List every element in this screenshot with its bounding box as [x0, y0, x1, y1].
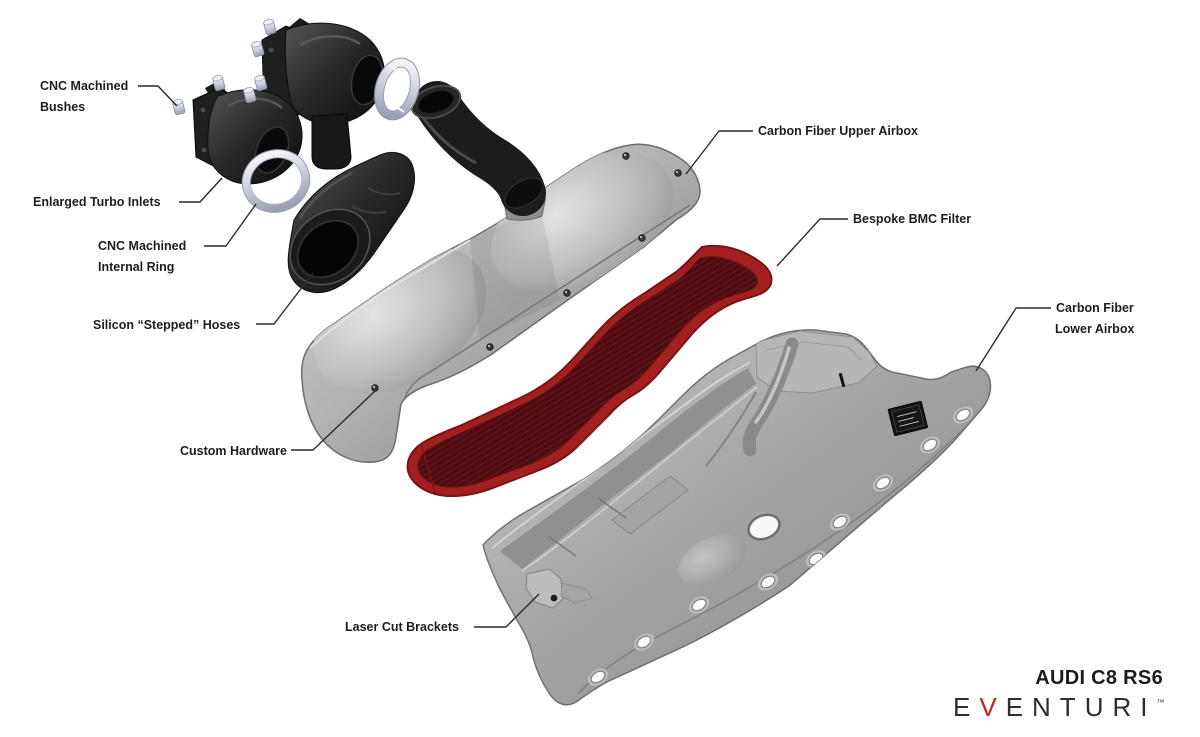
- callout-internal-ring-line2: Internal Ring: [98, 260, 174, 274]
- logo-letter-v: V: [979, 692, 1005, 722]
- eventuri-logo: EVENTURI™: [953, 692, 1164, 722]
- model-title: AUDI C8 RS6: [1035, 667, 1163, 689]
- silicon-hose-left-part: [287, 152, 416, 293]
- callout-lower-airbox-line2: Lower Airbox: [1055, 322, 1134, 336]
- callout-laser-brackets: Laser Cut Brackets: [345, 620, 459, 634]
- leader-lower-airbox: [975, 307, 1051, 372]
- logo-trademark: ™: [1156, 698, 1164, 707]
- silicon-hose-right-part: [410, 81, 546, 216]
- logo-letter-e: E: [953, 692, 979, 722]
- callout-cnc-bushes-line2: Bushes: [40, 100, 85, 114]
- leader-stepped-hoses: [256, 272, 314, 325]
- custom-hardware-screws: [371, 152, 682, 392]
- lower-airbox-flange-holes: [587, 406, 974, 686]
- logo-letters-rest: ENTURI: [1006, 692, 1157, 722]
- bmc-filter-part: [406, 244, 773, 498]
- callout-upper-airbox: Carbon Fiber Upper Airbox: [758, 124, 918, 138]
- serial-plate: [887, 401, 928, 437]
- turbo-inlet-left-part: [192, 80, 303, 185]
- callout-stepped-hoses: Silicon “Stepped” Hoses: [93, 318, 240, 332]
- callout-turbo-inlets: Enlarged Turbo Inlets: [33, 195, 161, 209]
- clamp-ring-part: [374, 57, 420, 121]
- cnc-bushes-part: [172, 18, 277, 116]
- leader-cnc-bushes: [138, 85, 178, 107]
- leader-upper-airbox: [685, 130, 753, 175]
- callout-custom-hardware: Custom Hardware: [180, 444, 287, 458]
- callout-lower-airbox-line1: Carbon Fiber: [1056, 301, 1134, 315]
- leader-turbo-inlets: [179, 177, 223, 203]
- leader-custom-hardware: [291, 390, 376, 451]
- leader-laser-brackets: [474, 593, 540, 628]
- callout-bmc-filter: Bespoke BMC Filter: [853, 212, 971, 226]
- callout-cnc-bushes-line1: CNC Machined: [40, 79, 128, 93]
- lower-airbox-port-hole: [747, 513, 781, 541]
- carbon-fiber-lower-airbox-part: [482, 329, 992, 706]
- leader-bmc-filter: [776, 218, 848, 267]
- internal-ring-part: [241, 149, 311, 213]
- callout-internal-ring-line1: CNC Machined: [98, 239, 186, 253]
- leader-internal-ring: [204, 203, 257, 247]
